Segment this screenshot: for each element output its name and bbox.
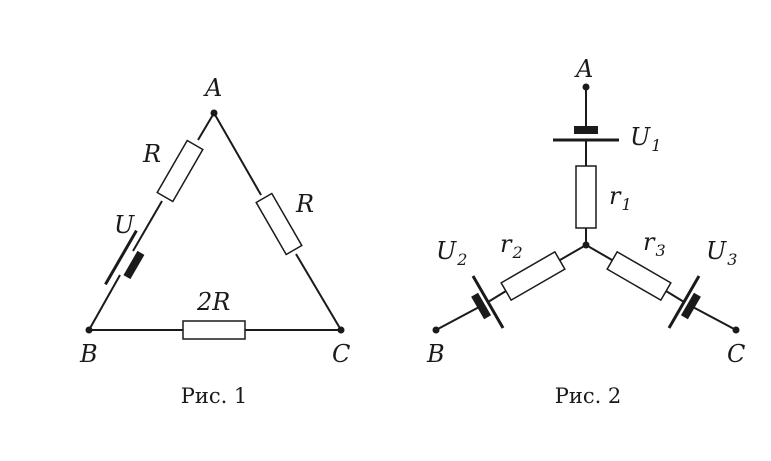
label-node-a: A (574, 55, 593, 83)
wire-battery-to-b (88, 274, 121, 331)
label-node-b: B (426, 340, 445, 368)
resistor-ac (255, 192, 303, 256)
wire-resistor-to-c (295, 253, 342, 331)
resistor-ab (156, 139, 204, 203)
resistor-r1 (575, 165, 597, 229)
label-resistor-bc: 2R (196, 288, 230, 316)
node-a (582, 83, 590, 91)
label-node-c: C (727, 340, 745, 368)
figure-1-caption: Рис. 1 (181, 384, 248, 408)
resistor-r2 (500, 250, 566, 302)
wire-a-to-resistor-right (213, 112, 262, 196)
label-node-b: B (79, 340, 98, 368)
battery-2-long-plate (471, 275, 505, 329)
label-node-c: C (332, 340, 350, 368)
label-node-a: A (203, 74, 222, 102)
wire-center-to-r2 (559, 244, 587, 261)
battery-2-short-plate (471, 292, 492, 320)
battery-3-long-plate (667, 275, 701, 329)
node-center (582, 241, 590, 249)
wire-center-to-r3 (585, 244, 613, 261)
label-r2: r2 (500, 230, 523, 262)
label-u3: U3 (706, 237, 737, 269)
label-u1: U1 (630, 123, 661, 155)
label-resistor-ab: R (142, 140, 161, 168)
battery-long-plate (104, 229, 138, 286)
wire-battery-3-to-c (690, 305, 737, 331)
wire-battery-2-to-b (435, 305, 482, 331)
wire-r2-to-battery-2 (487, 290, 507, 303)
wire-r3-to-battery-3 (665, 290, 685, 303)
figure-2-caption: Рис. 2 (555, 384, 622, 408)
wire-a-to-resistor (197, 112, 215, 141)
node-b (432, 326, 440, 334)
figure-2-star-circuit: A B C U1 r1 U2 r2 r3 U3 Рис. 2 (426, 55, 745, 408)
label-battery: U (114, 211, 135, 239)
node-c (732, 326, 740, 334)
wire-resistor-to-battery (132, 200, 163, 252)
figure-1-triangle-circuit: A B C R R 2R U Рис. 1 (79, 74, 350, 408)
battery-short-plate (123, 250, 145, 280)
battery-3-short-plate (680, 292, 701, 320)
node-a (210, 109, 218, 117)
label-r1: r1 (609, 182, 632, 214)
resistor-bc (182, 320, 246, 340)
label-resistor-ac: R (295, 190, 314, 218)
node-c (337, 326, 345, 334)
label-u2: U2 (436, 237, 467, 269)
label-r3: r3 (643, 228, 666, 260)
node-b (85, 326, 93, 334)
